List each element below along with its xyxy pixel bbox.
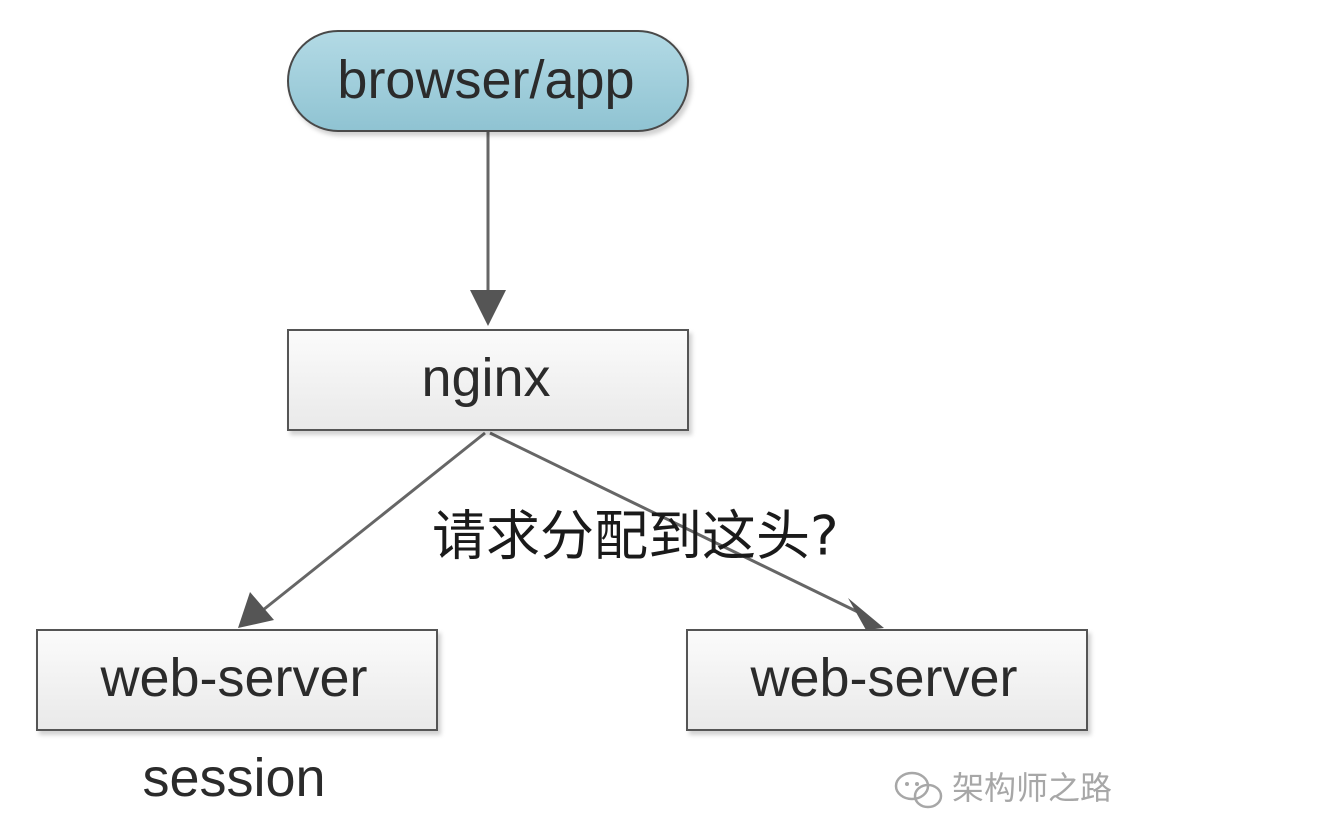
watermark-text: 架构师之路	[952, 769, 1112, 807]
node-label: browser/app	[337, 50, 634, 110]
edge-nginx-to-right-server	[489, 431, 884, 630]
node-web-server-left: web-server	[36, 629, 438, 731]
arrowhead-icon	[470, 290, 506, 326]
node-web-server-right: web-server	[686, 629, 1088, 731]
edge-nginx-to-left-server	[238, 431, 486, 628]
node-label: nginx	[421, 348, 550, 408]
session-label: session	[142, 748, 325, 808]
arrowhead-icon	[848, 598, 884, 630]
question-annotation: 请求分配到这头?	[432, 505, 839, 568]
wechat-icon	[894, 771, 943, 809]
node-label: web-server	[99, 648, 367, 708]
watermark: 架构师之路	[894, 769, 1112, 809]
node-browser-app: browser/app	[287, 30, 689, 132]
arrowhead-icon	[238, 592, 274, 628]
node-label: web-server	[749, 648, 1017, 708]
edge-client-to-nginx	[470, 130, 506, 326]
node-nginx: nginx	[287, 329, 689, 431]
